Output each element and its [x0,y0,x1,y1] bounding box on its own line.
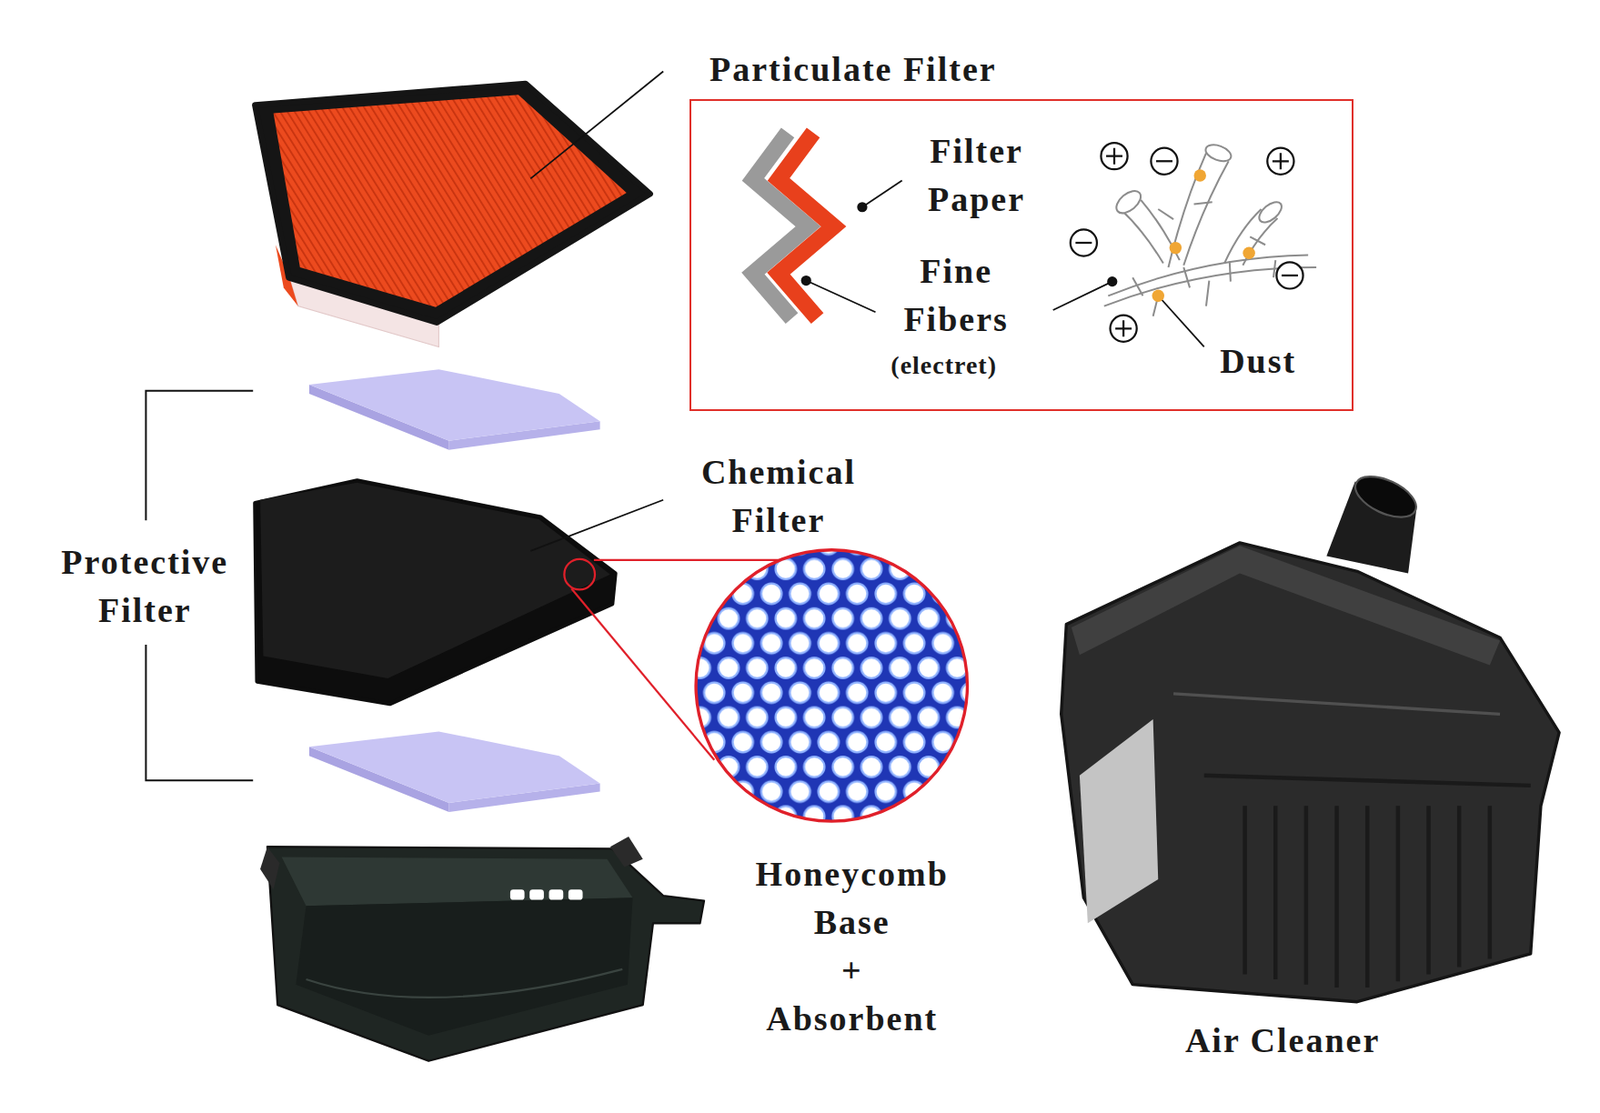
part-label: Honeycomb Base + Absorbent [715,850,989,1044]
detail-box: Filter PaperFine Fibers (electret) Dust [689,99,1353,412]
part-label: Protective Filter [35,538,254,635]
air-cleaner-housing [1061,468,1560,1003]
magnifier [563,547,969,824]
electret-fibers [1104,141,1317,317]
callout-note: (electret) [890,349,997,383]
part-label: Air Cleaner [1185,1016,1380,1066]
callout-label: Fine Fibers [855,247,1057,344]
particulate-filter [254,83,650,347]
bracket [145,391,253,782]
part-label: Chemical Filter [642,448,916,545]
callout-label: Dust [1219,337,1297,386]
part-label: Particulate Filter [709,45,997,94]
filter-tray [260,836,705,1062]
chemical-filter [254,480,615,705]
dust-particles [1152,169,1256,302]
protective-sheet [309,369,601,451]
filter-paper-zigzag [753,132,835,319]
charge-symbols [1070,142,1304,343]
callout-label: Filter Paper [876,127,1077,224]
leader-line [530,500,664,552]
leader-line [530,71,664,180]
protective-sheet [309,731,601,813]
